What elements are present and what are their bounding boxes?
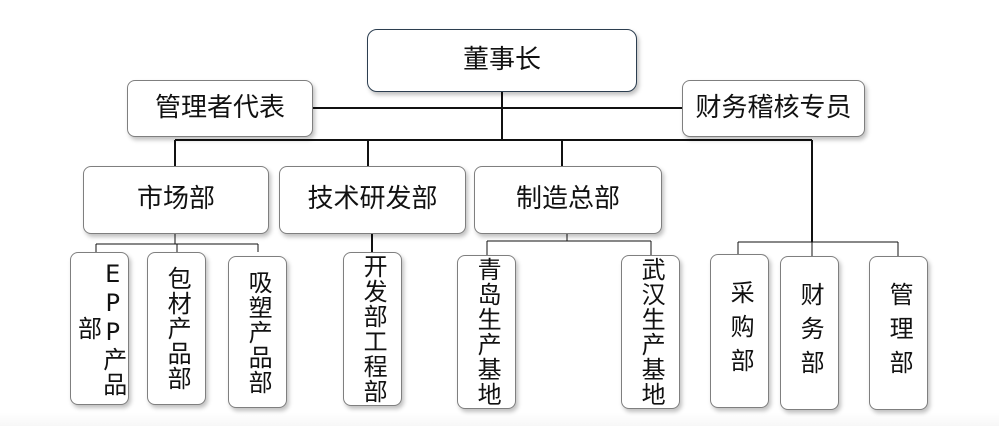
node-label: 青岛生产基地 [473,257,502,407]
node-label: 市场部 [136,184,215,215]
node-management: 管理部 [869,256,928,410]
page-bottom-fade [0,412,999,426]
node-purchasing: 采购部 [710,254,769,408]
node-label: 技术研发部 [307,184,438,215]
node-label: 管理部 [885,282,914,384]
node-epp: EPP产品部 [70,252,129,405]
node-marketing: 市场部 [83,166,269,234]
node-label: 董事长 [462,44,541,75]
node-label: 采购部 [726,280,755,382]
node-dev-engineering: 开发部工程部 [343,252,402,406]
node-packaging: 包材产品部 [147,252,206,405]
node-label: 开发部工程部 [359,254,388,404]
node-label: 吸塑产品部 [244,269,273,395]
node-label: 财务稽核专员 [695,92,852,123]
node-chairman: 董事长 [367,29,637,92]
node-label: 包材产品部 [163,266,192,391]
node-label: 管理者代表 [154,92,285,123]
node-label: 制造总部 [515,184,620,215]
node-rnd: 技术研发部 [279,166,466,234]
node-qingdao-base: 青岛生产基地 [457,255,516,409]
node-manufacturing: 制造总部 [474,166,662,234]
node-management-representative: 管理者代表 [127,80,313,137]
node-finance: 财务部 [780,256,839,410]
node-finance-auditor: 财务稽核专员 [682,80,865,137]
node-wuhan-base: 武汉生产基地 [621,255,680,409]
node-label: 财务部 [796,282,825,384]
node-blow-molding: 吸塑产品部 [228,256,287,408]
node-label: 武汉生产基地 [637,257,666,407]
node-label: EPP产品部 [73,260,127,397]
